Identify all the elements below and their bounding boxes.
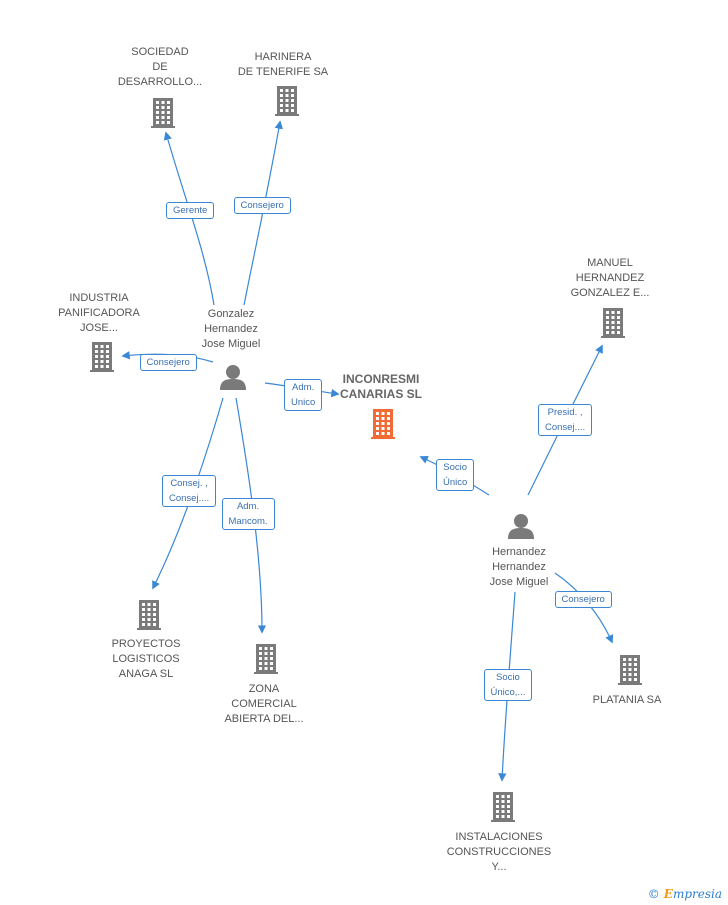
node-label-line: INDUSTRIA <box>69 292 129 304</box>
building-icon[interactable] <box>137 600 161 635</box>
node-label-line: DESARROLLO... <box>117 76 203 88</box>
relationship-label-line: Adm. <box>292 382 315 393</box>
company-name-label[interactable]: INDUSTRIA PANIFICADORA JOSE... <box>58 291 140 336</box>
relationship-label-line: Consejero <box>561 593 605 605</box>
node-label-line: DE TENERIFE SA <box>237 66 329 78</box>
company-name-label[interactable]: HARINERA DE TENERIFE SA <box>238 50 328 80</box>
building-icon[interactable] <box>601 308 625 343</box>
building-icon[interactable] <box>491 792 515 827</box>
relationship-label-line: Consejero <box>240 199 284 211</box>
node-label-line: CANARIAS SL <box>339 387 423 401</box>
node-label-line: HARINERA <box>254 51 312 63</box>
relationship-label-line: Consej. , <box>170 478 208 489</box>
highlighted-building-icon[interactable] <box>371 409 395 444</box>
node-label-line: ZONA <box>248 683 280 695</box>
node-label-line: JOSE... <box>80 322 118 334</box>
company-name-label[interactable]: PROYECTOS LOGISTICOS ANAGA SL <box>112 637 181 682</box>
relationship-label-line: Consejero <box>146 356 190 368</box>
node-label-line: DE <box>152 61 168 73</box>
relationship-label[interactable]: Consejero <box>554 590 612 608</box>
node-label-line: PROYECTOS <box>111 638 181 650</box>
building-icon[interactable] <box>618 655 642 690</box>
node-label-line: PLATANIA SA <box>592 694 662 706</box>
node-label-line: INCONRESMI <box>342 372 420 386</box>
node-label-line: Jose Miguel <box>489 576 549 588</box>
relationship-label[interactable]: Adm. Unico <box>284 379 323 411</box>
node-label-line: PANIFICADORA <box>58 307 140 319</box>
relationship-label-line: Consej.... <box>545 422 586 433</box>
relationship-label-line: Consej.... <box>169 493 210 504</box>
relationship-label[interactable]: Adm. Mancom. <box>221 498 275 530</box>
node-label-line: MANUEL <box>587 257 633 269</box>
relationship-label-line: Único,... <box>490 687 526 698</box>
person-icon[interactable] <box>219 364 247 395</box>
node-label-line: HERNANDEZ <box>575 272 645 284</box>
node-label-line: Hernandez <box>492 546 546 558</box>
node-label-line: Hernandez <box>204 323 258 335</box>
building-icon[interactable] <box>90 342 114 377</box>
relationship-label-line: Adm. <box>236 501 260 512</box>
relationship-label[interactable]: Consejero <box>233 196 291 214</box>
company-name-label[interactable]: ZONA COMERCIAL ABIERTA DEL... <box>224 682 303 727</box>
node-label-line: LOGISTICOS <box>112 653 180 665</box>
company-name-label[interactable]: PLATANIA SA <box>593 693 662 708</box>
building-icon[interactable] <box>151 98 175 133</box>
node-label-line: GONZALEZ E... <box>570 287 650 299</box>
copyright-symbol: © <box>647 887 660 901</box>
building-icon[interactable] <box>254 644 278 679</box>
relationship-label-line: Socio <box>496 672 520 683</box>
node-label-line: Hernandez <box>492 561 546 573</box>
relationship-label[interactable]: Consejero <box>139 353 197 371</box>
empresia-watermark[interactable]: ©Empresia <box>648 887 722 901</box>
company-name-label[interactable]: INSTALACIONES CONSTRUCCIONES Y... <box>447 830 552 875</box>
node-label-line: INSTALACIONES <box>455 831 543 843</box>
node-label-line: ABIERTA DEL... <box>224 713 304 725</box>
relationship-label-line: Mancom. <box>228 516 268 527</box>
company-name-label[interactable]: MANUEL HERNANDEZ GONZALEZ E... <box>571 256 650 301</box>
company-name-label[interactable]: SOCIEDAD DE DESARROLLO... <box>118 45 202 90</box>
relationship-label-line: Unico <box>291 397 316 408</box>
brand-name: mpresia <box>672 887 722 901</box>
edge-line <box>554 572 614 644</box>
node-label-line: COMERCIAL <box>231 698 297 710</box>
edge-line <box>163 131 215 306</box>
node-label-line: Jose Miguel <box>201 338 261 350</box>
relationship-label-line: Socio <box>443 462 468 473</box>
node-label-line: Gonzalez <box>207 308 255 320</box>
relationship-label-line: Gerente <box>173 204 208 216</box>
building-icon[interactable] <box>275 86 299 121</box>
brand-initial: E <box>663 887 673 901</box>
relationship-label-line: Presid. , <box>547 407 583 418</box>
node-label-line: SOCIEDAD <box>131 46 189 58</box>
relationship-label[interactable]: Consej. , Consej.... <box>162 475 217 507</box>
relationship-label-line: Único <box>443 477 468 488</box>
relationship-label[interactable]: Presid. , Consej.... <box>538 404 593 436</box>
node-label-line: Y... <box>491 861 507 873</box>
node-label-line: ANAGA SL <box>118 668 174 680</box>
person-icon[interactable] <box>507 513 535 544</box>
edge-line <box>243 120 283 306</box>
node-label-line: CONSTRUCCIONES <box>446 846 552 858</box>
relationship-label[interactable]: Gerente <box>166 201 215 219</box>
